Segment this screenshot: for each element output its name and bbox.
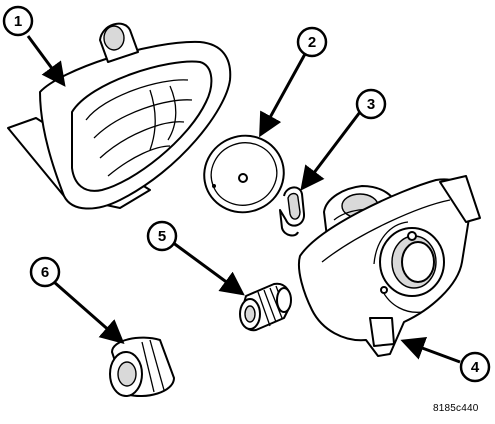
svg-text:5: 5 bbox=[158, 228, 166, 245]
callout-6: 6 bbox=[29, 256, 61, 288]
callout-4: 4 bbox=[459, 351, 491, 383]
svg-text:4: 4 bbox=[471, 359, 480, 376]
leader-2 bbox=[259, 53, 307, 138]
svg-text:1: 1 bbox=[14, 13, 22, 30]
figure-reference-code: 8185c440 bbox=[433, 403, 479, 414]
diaphragm-seal-part bbox=[203, 134, 285, 214]
svg-text:3: 3 bbox=[367, 96, 375, 113]
actuator-body-part bbox=[298, 175, 481, 357]
retaining-clip-part bbox=[279, 186, 305, 237]
callout-5: 5 bbox=[146, 220, 178, 252]
callout-2: 2 bbox=[296, 26, 328, 58]
svg-text:2: 2 bbox=[308, 34, 316, 51]
leader-3 bbox=[300, 111, 362, 191]
svg-text:6: 6 bbox=[41, 264, 49, 281]
gear-part bbox=[239, 282, 292, 332]
housing-shroud-part bbox=[7, 22, 232, 210]
leader-lines bbox=[26, 35, 461, 364]
leader-1 bbox=[26, 35, 66, 87]
leader-4 bbox=[400, 336, 461, 364]
callout-3: 3 bbox=[355, 88, 387, 120]
leader-6 bbox=[53, 280, 125, 344]
callout-1: 1 bbox=[2, 5, 34, 37]
leader-5 bbox=[171, 240, 245, 296]
bushing-part bbox=[109, 336, 175, 398]
